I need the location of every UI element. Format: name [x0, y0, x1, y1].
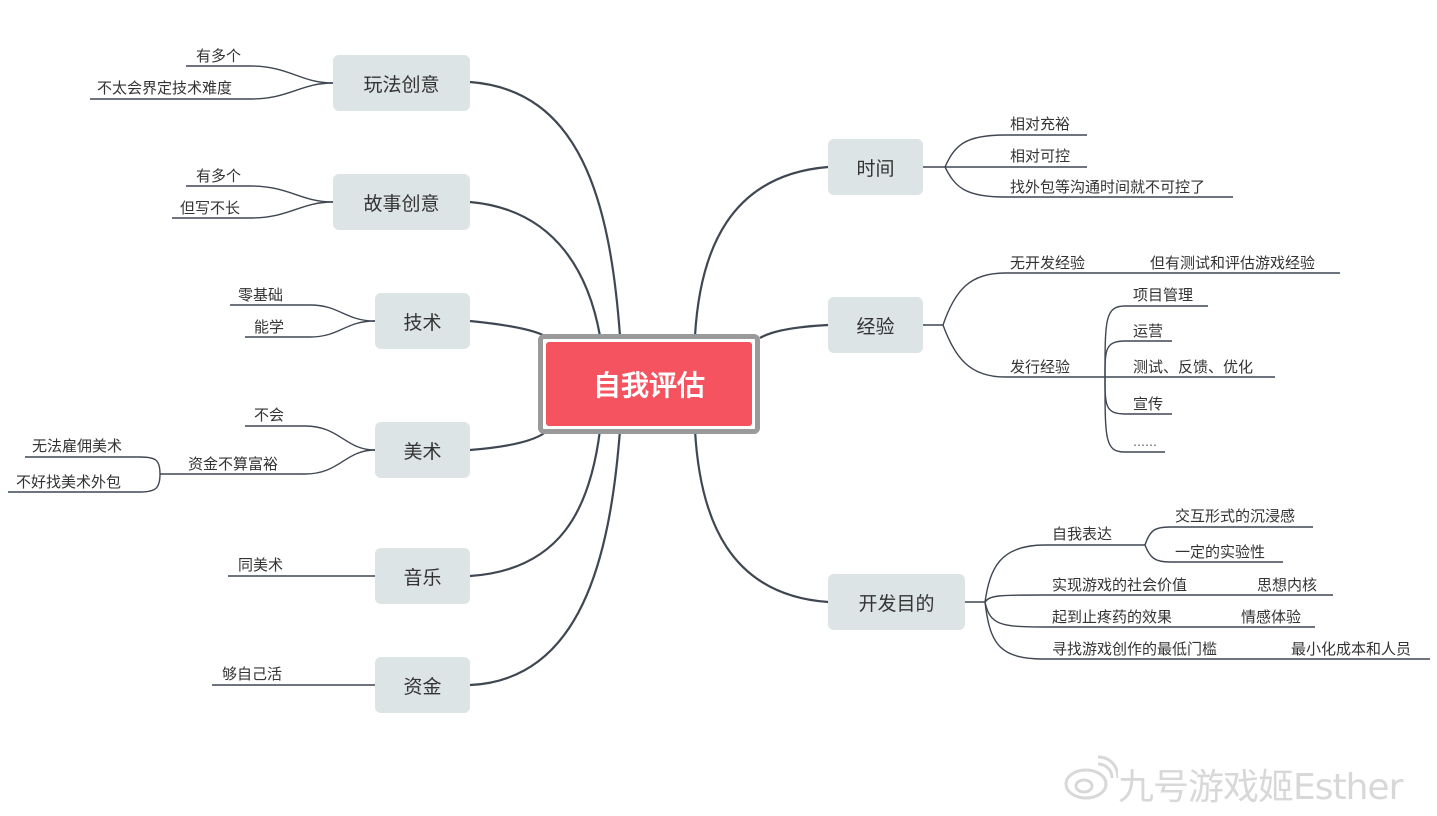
leaf-art-no-outsource[interactable]: 不好找美术外包 — [16, 473, 122, 491]
leaf-exp-more[interactable]: …… — [1133, 435, 1157, 449]
weibo-logo-icon — [1064, 755, 1118, 800]
node-gameplay-ideas[interactable]: 玩法创意 — [333, 55, 470, 111]
main-branches — [469, 80, 829, 687]
leaf-art-cannot[interactable]: 不会 — [254, 406, 285, 424]
node-music-label: 音乐 — [403, 566, 442, 589]
node-experience-label: 经验 — [856, 315, 895, 338]
leaf-purpose-immersion[interactable]: 交互形式的沉浸感 — [1175, 507, 1296, 525]
node-music[interactable]: 音乐 — [375, 548, 470, 604]
node-purpose[interactable]: 开发目的 — [828, 574, 965, 630]
leaf-art-no-hire[interactable]: 无法雇佣美术 — [32, 437, 123, 455]
node-tech[interactable]: 技术 — [375, 293, 470, 349]
leaf-time-outsource[interactable]: 找外包等沟通时间就不可控了 — [1010, 178, 1206, 196]
leaf-tech-learn[interactable]: 能学 — [254, 318, 285, 336]
leaf-purpose-core[interactable]: 思想内核 — [1257, 576, 1318, 594]
leaf-art-budget[interactable]: 资金不算富裕 — [188, 455, 279, 473]
leaf-purpose-painkiller[interactable]: 起到止疼药的效果 — [1052, 608, 1173, 626]
node-time-label: 时间 — [856, 157, 895, 180]
node-tech-label: 技术 — [403, 311, 442, 334]
sub-branches — [8, 65, 1430, 686]
node-purpose-label: 开发目的 — [858, 592, 935, 615]
leaf-time-ample[interactable]: 相对充裕 — [1010, 115, 1071, 133]
leaf-purpose-experimental[interactable]: 一定的实验性 — [1175, 543, 1266, 561]
leaf-exp-pm[interactable]: 项目管理 — [1133, 286, 1194, 304]
node-funding[interactable]: 资金 — [375, 657, 470, 713]
leaf-exp-publishing[interactable]: 发行经验 — [1010, 358, 1071, 376]
node-gameplay-ideas-label: 玩法创意 — [363, 73, 440, 96]
leaf-purpose-expression[interactable]: 自我表达 — [1052, 525, 1113, 543]
leaf-time-controllable[interactable]: 相对可控 — [1010, 147, 1071, 165]
node-story-ideas-label: 故事创意 — [363, 192, 440, 215]
node-art[interactable]: 美术 — [375, 422, 470, 478]
leaf-exp-ops[interactable]: 运营 — [1133, 322, 1164, 340]
node-experience[interactable]: 经验 — [828, 297, 923, 353]
node-funding-label: 资金 — [403, 675, 442, 698]
leaf-purpose-social[interactable]: 实现游戏的社会价值 — [1052, 576, 1188, 594]
leaf-exp-testing[interactable]: 但有测试和评估游戏经验 — [1150, 254, 1316, 272]
leaf-purpose-threshold[interactable]: 寻找游戏创作的最低门槛 — [1052, 640, 1218, 658]
center-node-label: 自我评估 — [546, 342, 752, 426]
leaf-story-short[interactable]: 但写不长 — [180, 199, 241, 217]
leaf-funding-enough[interactable]: 够自己活 — [222, 665, 283, 683]
leaf-story-multiple[interactable]: 有多个 — [196, 167, 242, 185]
watermark-text: 九号游戏姬Esther — [1118, 767, 1403, 808]
leaf-exp-promo[interactable]: 宣传 — [1133, 395, 1164, 413]
leaf-music-same[interactable]: 同美术 — [238, 556, 284, 574]
node-time[interactable]: 时间 — [828, 139, 923, 195]
leaf-gameplay-multiple[interactable]: 有多个 — [196, 47, 242, 65]
leaf-exp-feedback[interactable]: 测试、反馈、优化 — [1133, 358, 1254, 376]
leaf-purpose-emotion[interactable]: 情感体验 — [1241, 608, 1302, 626]
center-node[interactable]: 自我评估 — [538, 334, 760, 434]
node-story-ideas[interactable]: 故事创意 — [333, 174, 470, 230]
leaf-gameplay-difficulty[interactable]: 不太会界定技术难度 — [97, 79, 233, 97]
leaf-tech-zero[interactable]: 零基础 — [238, 286, 284, 304]
leaf-purpose-min-cost[interactable]: 最小化成本和人员 — [1291, 640, 1412, 658]
node-art-label: 美术 — [403, 440, 442, 463]
leaf-exp-no-dev[interactable]: 无开发经验 — [1010, 254, 1086, 272]
